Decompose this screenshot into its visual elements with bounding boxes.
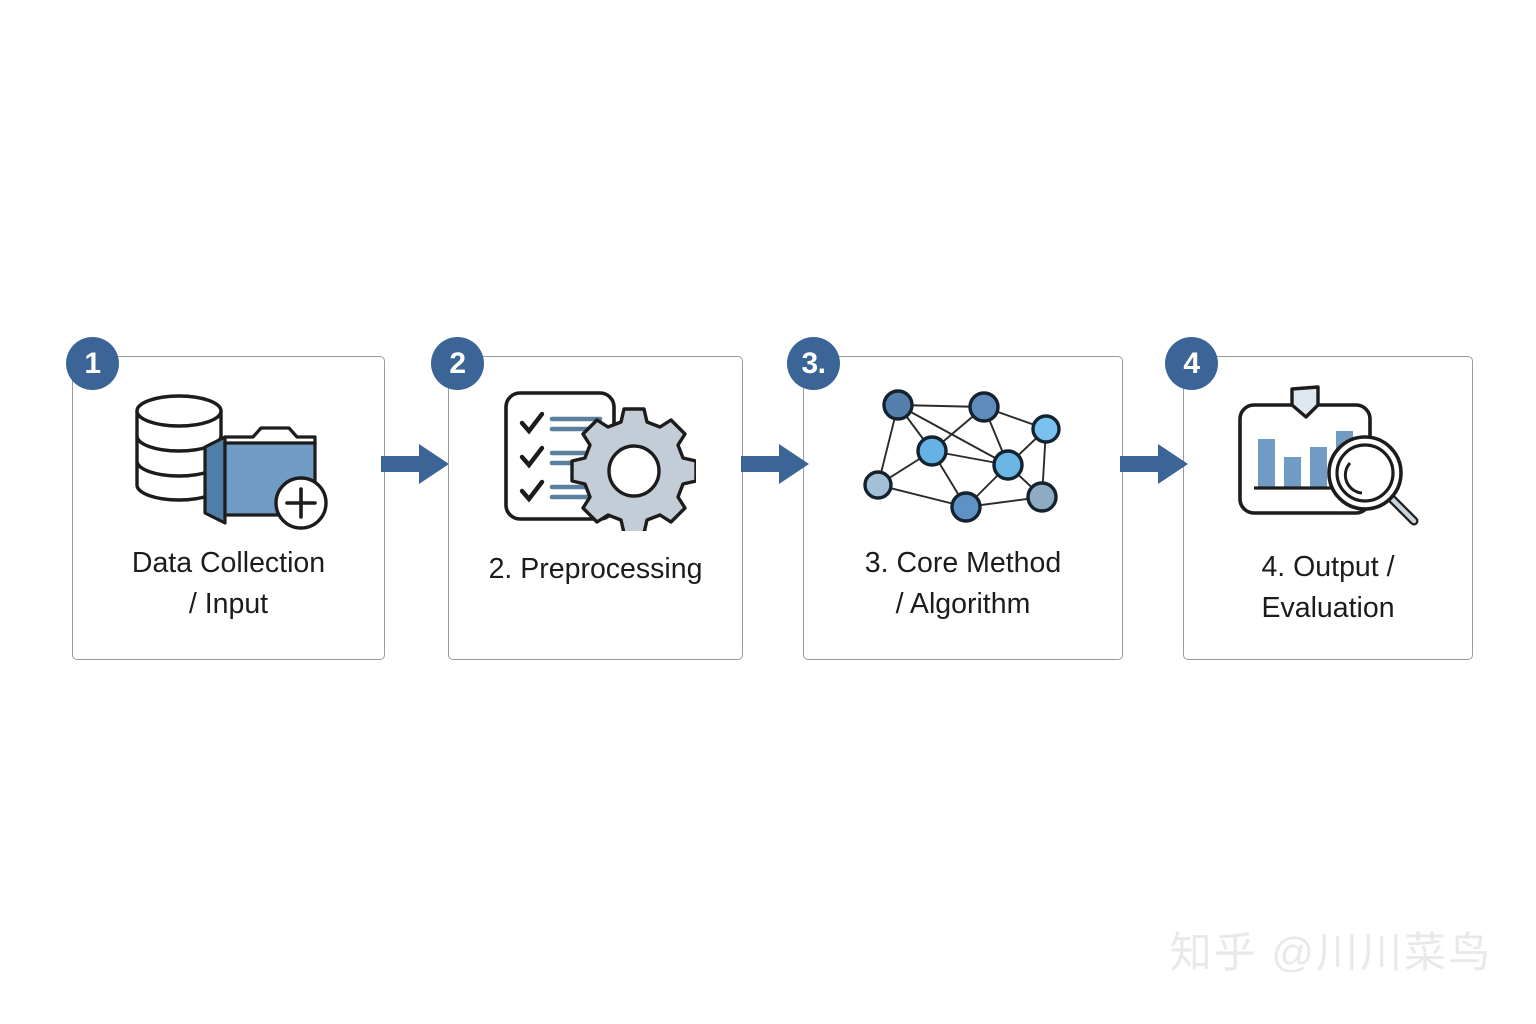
- step-card-3[interactable]: 3. Core Method / Algorithm: [803, 356, 1123, 660]
- step-3-caption: 3. Core Method / Algorithm: [864, 547, 1062, 621]
- step-2-icon-slot: [449, 371, 742, 541]
- arrow-step1-to-step2: [379, 440, 451, 488]
- arrow-step3-to-step4: [1118, 440, 1190, 488]
- step-4-caption: 4. Output / Evaluation: [1261, 551, 1395, 625]
- step-card-2[interactable]: 2. Preprocessing: [448, 356, 743, 660]
- step-card-1[interactable]: Data Collection / Input: [72, 356, 385, 660]
- step-1-icon-slot: [73, 371, 384, 541]
- step-badge-1[interactable]: 1: [66, 337, 119, 390]
- network-graph-icon: [862, 389, 1061, 523]
- step-card-4[interactable]: 4. Output / Evaluation: [1183, 356, 1473, 660]
- bar-chart-magnifier-icon: [1237, 385, 1418, 526]
- step-1-caption: Data Collection / Input: [131, 547, 326, 621]
- right-arrow-icon: [741, 444, 809, 484]
- right-arrow-icon: [381, 444, 449, 484]
- step-badge-3[interactable]: 3.: [787, 337, 840, 390]
- database-folder-add-icon: [134, 394, 328, 530]
- right-arrow-icon: [1120, 444, 1188, 484]
- step-2-caption: 2. Preprocessing: [488, 553, 703, 585]
- checklist-gear-icon: [503, 391, 696, 531]
- step-badge-2[interactable]: 2: [431, 337, 484, 390]
- arrow-step2-to-step3: [739, 440, 811, 488]
- step-4-icon-slot: [1184, 371, 1472, 541]
- step-badge-4[interactable]: 4: [1165, 337, 1218, 390]
- watermark: 知乎 @川川菜鸟: [1169, 929, 1492, 976]
- step-3-icon-slot: [804, 371, 1122, 541]
